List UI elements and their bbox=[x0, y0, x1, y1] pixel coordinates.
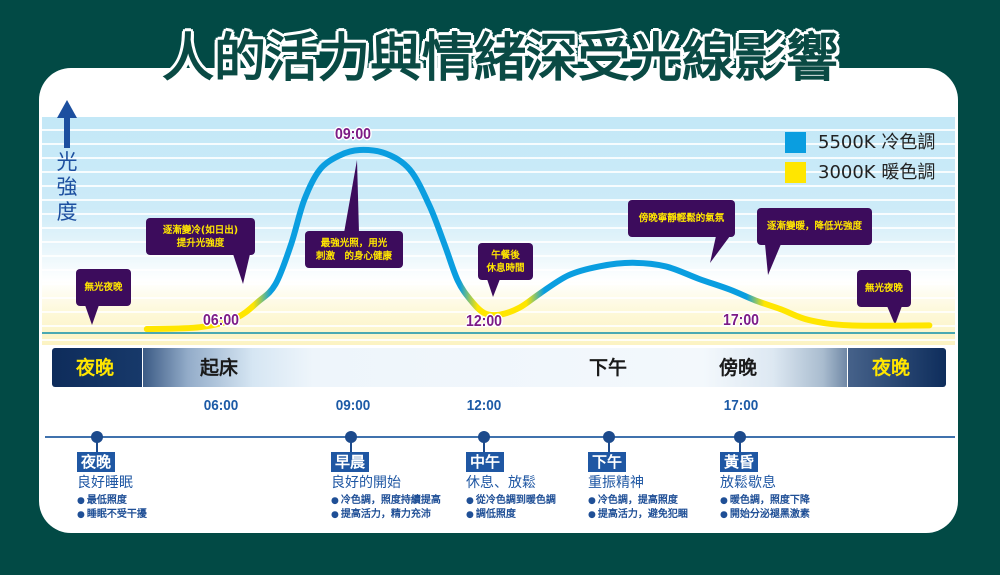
y-axis-arrow-shaft bbox=[64, 116, 70, 148]
time-tick: 09:00 bbox=[335, 397, 371, 414]
timeline-dot bbox=[91, 431, 103, 443]
band-label-night: 夜晚 bbox=[872, 357, 911, 379]
timeline-tag-morning: 早晨 bbox=[331, 452, 370, 472]
timeline-bullet: 調低照度 bbox=[466, 508, 516, 522]
callout-text: 逐漸變暖，降低光強度 bbox=[766, 221, 862, 232]
timeline-stem bbox=[608, 440, 610, 453]
timeline-stem bbox=[483, 440, 485, 453]
band-label-evening: 傍晚 bbox=[719, 357, 758, 379]
timeline-heading: 良好睡眠 bbox=[77, 475, 133, 491]
timeline-stem bbox=[96, 440, 98, 453]
callout-warming: 逐漸變暖，降低光強度 bbox=[757, 208, 872, 245]
callout-sunrise: 逐漸變冷(如日出) 提升光強度 bbox=[146, 218, 255, 255]
callout-evening-calm: 傍晚寧靜輕鬆的氣氛 bbox=[628, 200, 735, 237]
callout-text: 提升光強度 bbox=[176, 237, 225, 249]
y-axis-arrow-icon bbox=[57, 100, 77, 118]
timeline-dot bbox=[478, 431, 490, 443]
time-band-day bbox=[143, 348, 847, 387]
time-band-night-left bbox=[52, 348, 142, 387]
callout-text: 刺激 的身心健康 bbox=[315, 250, 392, 262]
time-tick: 06:00 bbox=[203, 397, 239, 414]
callout-lunch-rest: 午餐後 休息時間 bbox=[478, 243, 533, 280]
curve-time-label: 12:00 bbox=[465, 313, 503, 330]
callout-text: 傍晚寧靜輕鬆的氣氛 bbox=[638, 213, 725, 224]
timeline-dot bbox=[734, 431, 746, 443]
timeline-tag-noon: 中午 bbox=[466, 452, 505, 472]
timeline-dot bbox=[603, 431, 615, 443]
band-label-night: 夜晚 bbox=[76, 357, 115, 379]
callout-text: 無光夜晚 bbox=[84, 282, 123, 293]
timeline-heading: 重振精神 bbox=[588, 475, 644, 491]
curve-time-label: 06:00 bbox=[202, 312, 240, 329]
timeline-stem bbox=[739, 440, 741, 453]
callout-text: 午餐後 bbox=[491, 249, 520, 261]
timeline-tag-dusk: 黃昏 bbox=[720, 452, 759, 472]
time-band-night-right bbox=[848, 348, 946, 387]
band-label-wake: 起床 bbox=[200, 357, 239, 379]
timeline-dot bbox=[345, 431, 357, 443]
timeline-bullet: 提高活力，精力充沛 bbox=[331, 508, 431, 522]
timeline-bullet: 提高活力，避免犯睏 bbox=[588, 508, 688, 522]
callout-text: 最強光照，用光 bbox=[320, 237, 388, 249]
legend-swatch-cool bbox=[785, 132, 806, 153]
time-tick: 12:00 bbox=[466, 397, 502, 414]
y-axis-label: 光強度 bbox=[56, 150, 78, 224]
callout-text: 無光夜晚 bbox=[864, 283, 903, 294]
timeline-bullet: 暖色調，照度下降 bbox=[720, 494, 810, 508]
timeline-bullet: 冷色調，提高照度 bbox=[588, 494, 678, 508]
timeline-bullet: 睡眠不受干擾 bbox=[77, 508, 147, 522]
timeline-line bbox=[45, 436, 955, 438]
callout-night-start: 無光夜晚 bbox=[76, 269, 131, 306]
callout-text: 逐漸變冷(如日出) bbox=[162, 224, 239, 236]
page-title: 人的活力與情緒深受光線影響 bbox=[161, 29, 838, 89]
time-tick: 17:00 bbox=[723, 397, 759, 414]
timeline-heading: 休息、放鬆 bbox=[466, 475, 536, 491]
timeline-heading: 放鬆歇息 bbox=[720, 475, 776, 491]
timeline-heading: 良好的開始 bbox=[331, 475, 401, 491]
timeline-bullet: 最低照度 bbox=[77, 494, 127, 508]
timeline-tag-night: 夜晚 bbox=[77, 452, 116, 472]
chart-baseline bbox=[42, 332, 955, 334]
callout-night-end: 無光夜晚 bbox=[857, 270, 911, 307]
callout-peak-light: 最強光照，用光 刺激 的身心健康 bbox=[305, 231, 403, 268]
band-label-afternoon: 下午 bbox=[589, 357, 628, 379]
curve-time-label: 17:00 bbox=[722, 312, 760, 329]
timeline-bullet: 開始分泌褪黑激素 bbox=[720, 508, 810, 522]
callout-text: 休息時間 bbox=[486, 262, 525, 274]
curve-time-label: 09:00 bbox=[334, 126, 372, 143]
timeline-bullet: 冷色調，照度持續提高 bbox=[331, 494, 441, 508]
timeline-stem bbox=[350, 440, 352, 453]
timeline-tag-afternoon: 下午 bbox=[588, 452, 627, 472]
legend-label-warm: 3000K 暖色調 bbox=[818, 162, 936, 183]
timeline-bullet: 從冷色調到暖色調 bbox=[466, 494, 556, 508]
legend-label-cool: 5500K 冷色調 bbox=[818, 132, 936, 153]
legend-swatch-warm bbox=[785, 162, 806, 183]
